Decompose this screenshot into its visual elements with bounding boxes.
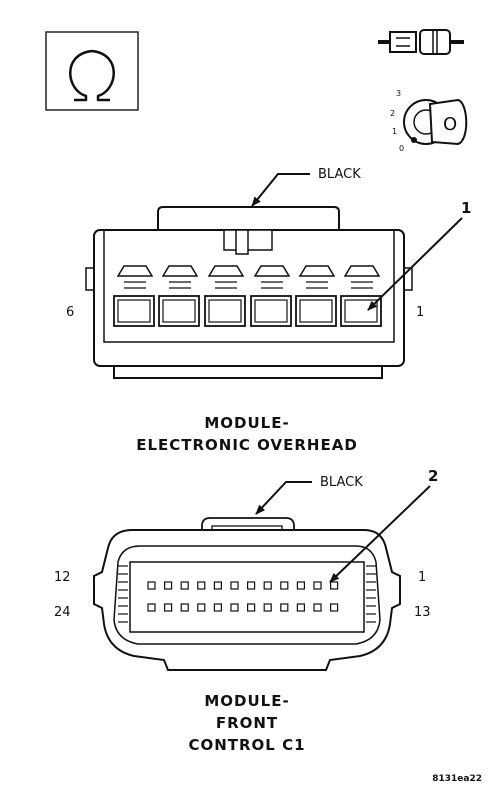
cavity-1 (340, 265, 382, 327)
pin-cavity-2 (313, 581, 322, 590)
callout-number: 1 (461, 199, 471, 217)
pin-label-top-left: 12 (54, 570, 71, 585)
pin-cavity-6 (247, 581, 256, 590)
pin-cavity-17 (263, 603, 272, 612)
pin-cavity-11 (164, 581, 173, 590)
pin-cavity-9 (197, 581, 206, 590)
pin-cavity-8 (213, 581, 222, 590)
pin-grid (147, 581, 339, 612)
cavity-4 (204, 265, 246, 327)
pin-label-right: 1 (416, 305, 424, 320)
pin-cavity-3 (296, 581, 305, 590)
figure-id: 8131ea22 (432, 774, 482, 784)
pin-cavity-7 (230, 581, 239, 590)
wire-color-label: BLACK (320, 475, 363, 490)
callout-number: 2 (428, 467, 438, 485)
cavity-6 (113, 265, 155, 327)
pin-cavity-22 (180, 603, 189, 612)
pin-label-bottom-right: 13 (414, 605, 431, 620)
pin-cavity-14 (313, 603, 322, 612)
pin-cavity-15 (296, 603, 305, 612)
connector-title-line-1: MODULE- (204, 414, 289, 432)
pin-cavity-23 (164, 603, 173, 612)
connector-title-line-2: FRONT (216, 714, 278, 732)
connector-electronic-overhead: 6 1 BLACK 1 (66, 167, 471, 379)
pin-label-left: 6 (66, 305, 74, 320)
pin-cavity-24 (147, 603, 156, 612)
ignition-position-1: 1 (392, 127, 397, 136)
connector-icon (378, 29, 464, 55)
cavity-5 (158, 265, 200, 327)
ignition-key-label: O (443, 114, 457, 135)
pin-label-bottom-left: 24 (54, 605, 71, 620)
pin-cavity-19 (230, 603, 239, 612)
pin-cavity-12 (147, 581, 156, 590)
wire-color-leader (251, 173, 310, 207)
ignition-position-3: 3 (396, 89, 401, 98)
ohm-symbol-icon (45, 31, 139, 111)
connector-title-line-2: ELECTRONIC OVERHEAD (136, 436, 358, 454)
pin-cavity-13 (330, 603, 339, 612)
ignition-key-icon: 3 2 1 0 O (390, 89, 468, 153)
pin-cavity-21 (197, 603, 206, 612)
pin-cavity-5 (263, 581, 272, 590)
connector-front-control-c1: 12 1 24 13 BLACK 2 (54, 467, 438, 671)
pin-cavity-10 (180, 581, 189, 590)
pin-cavity-1 (330, 581, 339, 590)
wire-color-leader (255, 481, 312, 515)
pin-cavity-18 (247, 603, 256, 612)
callout-arrow (367, 217, 463, 311)
ignition-position-2: 2 (390, 109, 395, 118)
pin-cavity-20 (213, 603, 222, 612)
ignition-position-0: 0 (399, 144, 404, 153)
connector-title-line-3: CONTROL C1 (188, 736, 305, 754)
pin-cavity-4 (280, 581, 289, 590)
pin-label-top-right: 1 (418, 570, 426, 585)
wire-color-label: BLACK (318, 167, 361, 182)
cavity-2 (295, 265, 337, 327)
pin-cavity-16 (280, 603, 289, 612)
cavity-3 (250, 265, 292, 327)
connector-title-line-1: MODULE- (204, 692, 289, 710)
callout-arrow (329, 485, 431, 583)
